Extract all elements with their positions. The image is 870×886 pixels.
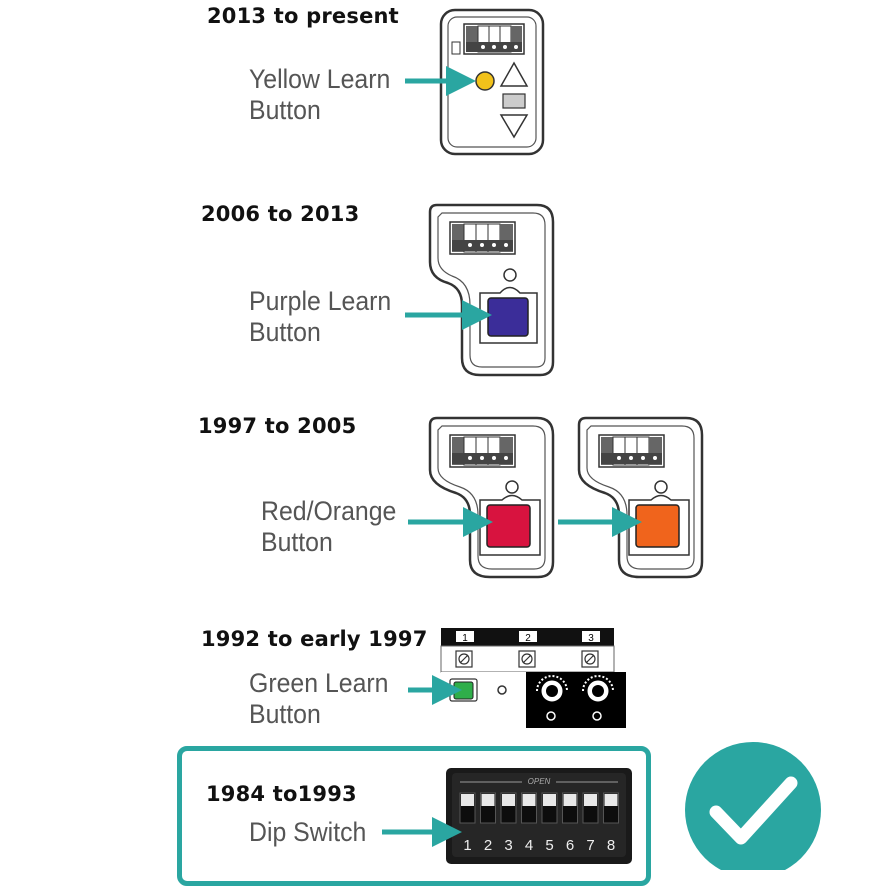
dip-number: 5: [545, 837, 553, 854]
dial-number-2: 2: [525, 633, 531, 644]
yellow-label-line1: Yellow Learn: [249, 64, 391, 94]
unit-1997-red-icon: [428, 416, 555, 579]
dip-switch-label: Dip Switch: [249, 817, 366, 848]
dial-number-3: 3: [588, 633, 594, 644]
purple-label-line1: Purple Learn: [249, 286, 392, 316]
dip-lever[interactable]: [461, 794, 474, 806]
heading-2006-2013: 2006 to 2013: [201, 202, 360, 226]
unit-1997-orange-icon: [577, 416, 704, 579]
yellow-learn-button: [475, 71, 495, 91]
red-label-line1: Red/Orange: [261, 496, 397, 526]
dip-levers: [459, 792, 619, 824]
dip-number: 7: [586, 837, 594, 854]
yellow-learn-label: Yellow Learn Button: [249, 64, 390, 126]
triangle-down-icon: [499, 114, 529, 139]
dip-number: 3: [504, 837, 512, 854]
yellow-label-line2: Button: [249, 95, 321, 125]
red-label-line2: Button: [261, 527, 333, 557]
unit-2013-icon: [439, 8, 545, 156]
dip-number: 6: [566, 837, 574, 854]
green-label-line2: Button: [249, 699, 321, 729]
dip-lever[interactable]: [502, 794, 515, 806]
dip-lever[interactable]: [522, 794, 536, 806]
dip-number: 2: [484, 837, 492, 854]
dial-number-1: 1: [462, 633, 468, 644]
unit-2006-icon: [428, 203, 555, 377]
green-learn-button: [453, 681, 474, 700]
dip-open-label: OPEN: [528, 777, 551, 786]
heading-1984-1993: 1984 to1993: [206, 782, 357, 806]
checkmark-icon: [685, 742, 821, 870]
dip-lever[interactable]: [584, 794, 597, 806]
dip-lever[interactable]: [481, 794, 495, 806]
unit-1992-icon: 1 2 3: [440, 628, 626, 728]
purple-learn-label: Purple Learn Button: [249, 286, 391, 348]
heading-2013-present: 2013 to present: [207, 4, 399, 28]
dip-label-line1: Dip Switch: [249, 817, 367, 847]
dip-number: 8: [607, 837, 615, 854]
purple-learn-button: [487, 297, 529, 337]
green-learn-label: Green Learn Button: [249, 668, 388, 730]
dip-lever[interactable]: [563, 794, 577, 806]
heading-1992-1997: 1992 to early 1997: [201, 627, 428, 651]
dip-number: 1: [463, 837, 471, 854]
purple-label-line2: Button: [249, 317, 321, 347]
dip-lever[interactable]: [543, 794, 556, 806]
dip-lever[interactable]: [604, 794, 618, 806]
heading-1997-2005: 1997 to 2005: [198, 414, 357, 438]
green-label-line1: Green Learn: [249, 668, 389, 698]
red-orange-label: Red/Orange Button: [261, 496, 396, 558]
red-learn-button: [486, 504, 531, 548]
triangle-up-icon: [499, 61, 529, 87]
dip-number: 4: [525, 837, 533, 854]
orange-learn-button: [635, 504, 680, 548]
